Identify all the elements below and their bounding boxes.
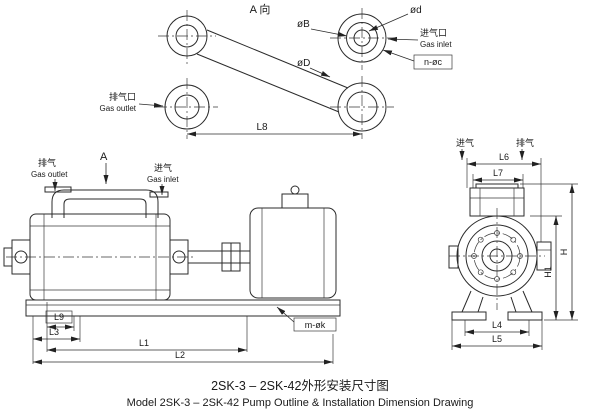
dim-label-oB: øB [297, 19, 310, 30]
gas-outlet-label-cn: 排气口 [109, 91, 136, 102]
caption: 2SK-3 – 2SK-42外形安装尺寸图 Model 2SK-3 – 2SK-… [127, 378, 474, 409]
caption-english: Model 2SK-3 – 2SK-42 Pump Outline & Inst… [127, 397, 474, 409]
flange-bottom-right [337, 82, 387, 132]
side-view: 排气 Gas outlet A 进气 Gas inlet [3, 151, 341, 365]
leader-oD [309, 67, 331, 78]
dim-label-mok: m-øk [305, 320, 326, 330]
view-a-title: A 向 [250, 2, 271, 16]
gas-inlet-label-en: Gas inlet [420, 40, 452, 49]
dim-label-L2: L2 [175, 350, 185, 360]
side-inlet-label-en: Gas inlet [147, 175, 179, 184]
end-view-casing [449, 208, 545, 310]
gas-outlet-label-en: Gas outlet [100, 104, 137, 113]
side-outlet-label-cn: 排气 [38, 157, 56, 168]
piping-loop [44, 186, 169, 218]
casing-outline-band [196, 29, 349, 113]
dim-label-H: H [559, 249, 569, 256]
end-view: 进气 排气 L6 L7 [448, 137, 578, 350]
bolt-note-box [413, 54, 453, 70]
dim-label-L5: L5 [492, 334, 502, 344]
side-lugs [448, 241, 552, 271]
end-outlet-label-cn: 排气 [516, 137, 534, 148]
leader-mok [276, 306, 295, 323]
side-view-dimensions: L9 L3 L1 L2 [32, 302, 334, 365]
dim-label-H1: H1 [543, 266, 553, 278]
dim-label-L1: L1 [139, 338, 149, 348]
l9-box [45, 310, 73, 324]
dim-label-L7: L7 [493, 168, 503, 178]
dim-label-L6: L6 [499, 152, 509, 162]
dim-label-oD: øD [297, 58, 310, 69]
motor [249, 185, 337, 299]
leader-oB [310, 28, 348, 37]
top-view-centerlines [156, 8, 394, 139]
leader-od [368, 13, 409, 32]
dim-label-od: ød [410, 5, 422, 16]
caption-chinese: 2SK-3 – 2SK-42外形安装尺寸图 [211, 378, 389, 393]
view-a-arrow-label: A [100, 151, 108, 163]
bolt-holes [471, 230, 523, 282]
dim-label-L3: L3 [49, 327, 59, 337]
pump-body [6, 213, 196, 301]
side-outlet-label-en: Gas outlet [31, 170, 68, 179]
legs-feet [451, 290, 543, 321]
gas-inlet-label-cn: 进气口 [420, 27, 447, 38]
flange-bottom-left-gas-outlet [164, 84, 210, 130]
dim-label-L9: L9 [54, 312, 64, 322]
dim-label-L4: L4 [492, 320, 502, 330]
left-bearing-housing [3, 239, 31, 275]
right-bearing-housing [169, 239, 189, 275]
leader-gas-outlet [138, 102, 164, 108]
baseplate [25, 299, 341, 317]
side-inlet-label-cn: 进气 [154, 162, 172, 173]
leader-gas-inlet [387, 36, 419, 42]
anchor-note-box [293, 317, 337, 332]
dim-label-noc: n-øc [424, 57, 443, 67]
end-inlet-label-cn: 进气 [456, 137, 474, 148]
leader-noc [382, 49, 415, 62]
dim-label-L8: L8 [256, 122, 268, 133]
flange-top-left [166, 15, 208, 57]
flange-top-right-gas-inlet [337, 13, 387, 63]
top-view: A 向 [100, 2, 453, 139]
shaft-coupling [188, 242, 250, 272]
